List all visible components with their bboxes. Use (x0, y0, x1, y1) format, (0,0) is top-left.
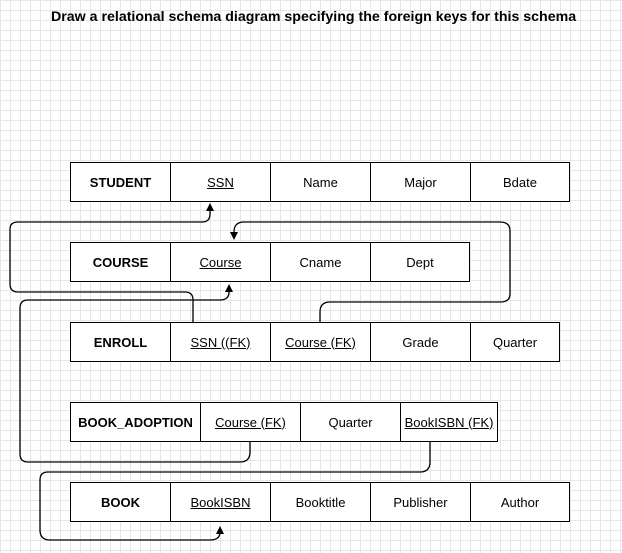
attr-student-name: Name (270, 162, 371, 202)
attr-book-booktitle: Booktitle (270, 482, 371, 522)
table-name-book: BOOK (70, 482, 171, 522)
table-name-course: COURSE (70, 242, 171, 282)
attr-book-publisher: Publisher (370, 482, 471, 522)
attr-course-course: Course (170, 242, 271, 282)
fk-line-book-adoption-bookisbn-to-book-bookisbn (39, 442, 431, 541)
attr-student-bdate: Bdate (470, 162, 570, 202)
attr-book-adoption-course-fk: Course (FK) (200, 402, 301, 442)
attr-book-adoption-bookisbn-fk: BookISBN (FK) (400, 402, 498, 442)
attr-enroll-quarter: Quarter (470, 322, 560, 362)
attr-course-cname: Cname (270, 242, 371, 282)
attr-enroll-grade: Grade (370, 322, 471, 362)
attr-enroll-ssn-fk: SSN ((FK) (170, 322, 271, 362)
fk-line-book-adoption-course-to-course-course (19, 284, 251, 463)
fk-line-enroll-course-to-course-course (230, 221, 511, 322)
table-name-book-adoption: BOOK_ADOPTION (70, 402, 201, 442)
table-name-enroll: ENROLL (70, 322, 171, 362)
attr-student-major: Major (370, 162, 471, 202)
attr-course-dept: Dept (370, 242, 470, 282)
attr-enroll-course-fk: Course (FK) (270, 322, 371, 362)
attr-book-adoption-quarter: Quarter (300, 402, 401, 442)
fk-line-enroll-ssn-to-student-ssn (9, 203, 214, 322)
diagram-title: Draw a relational schema diagram specify… (51, 9, 577, 25)
attr-book-author: Author (470, 482, 570, 522)
